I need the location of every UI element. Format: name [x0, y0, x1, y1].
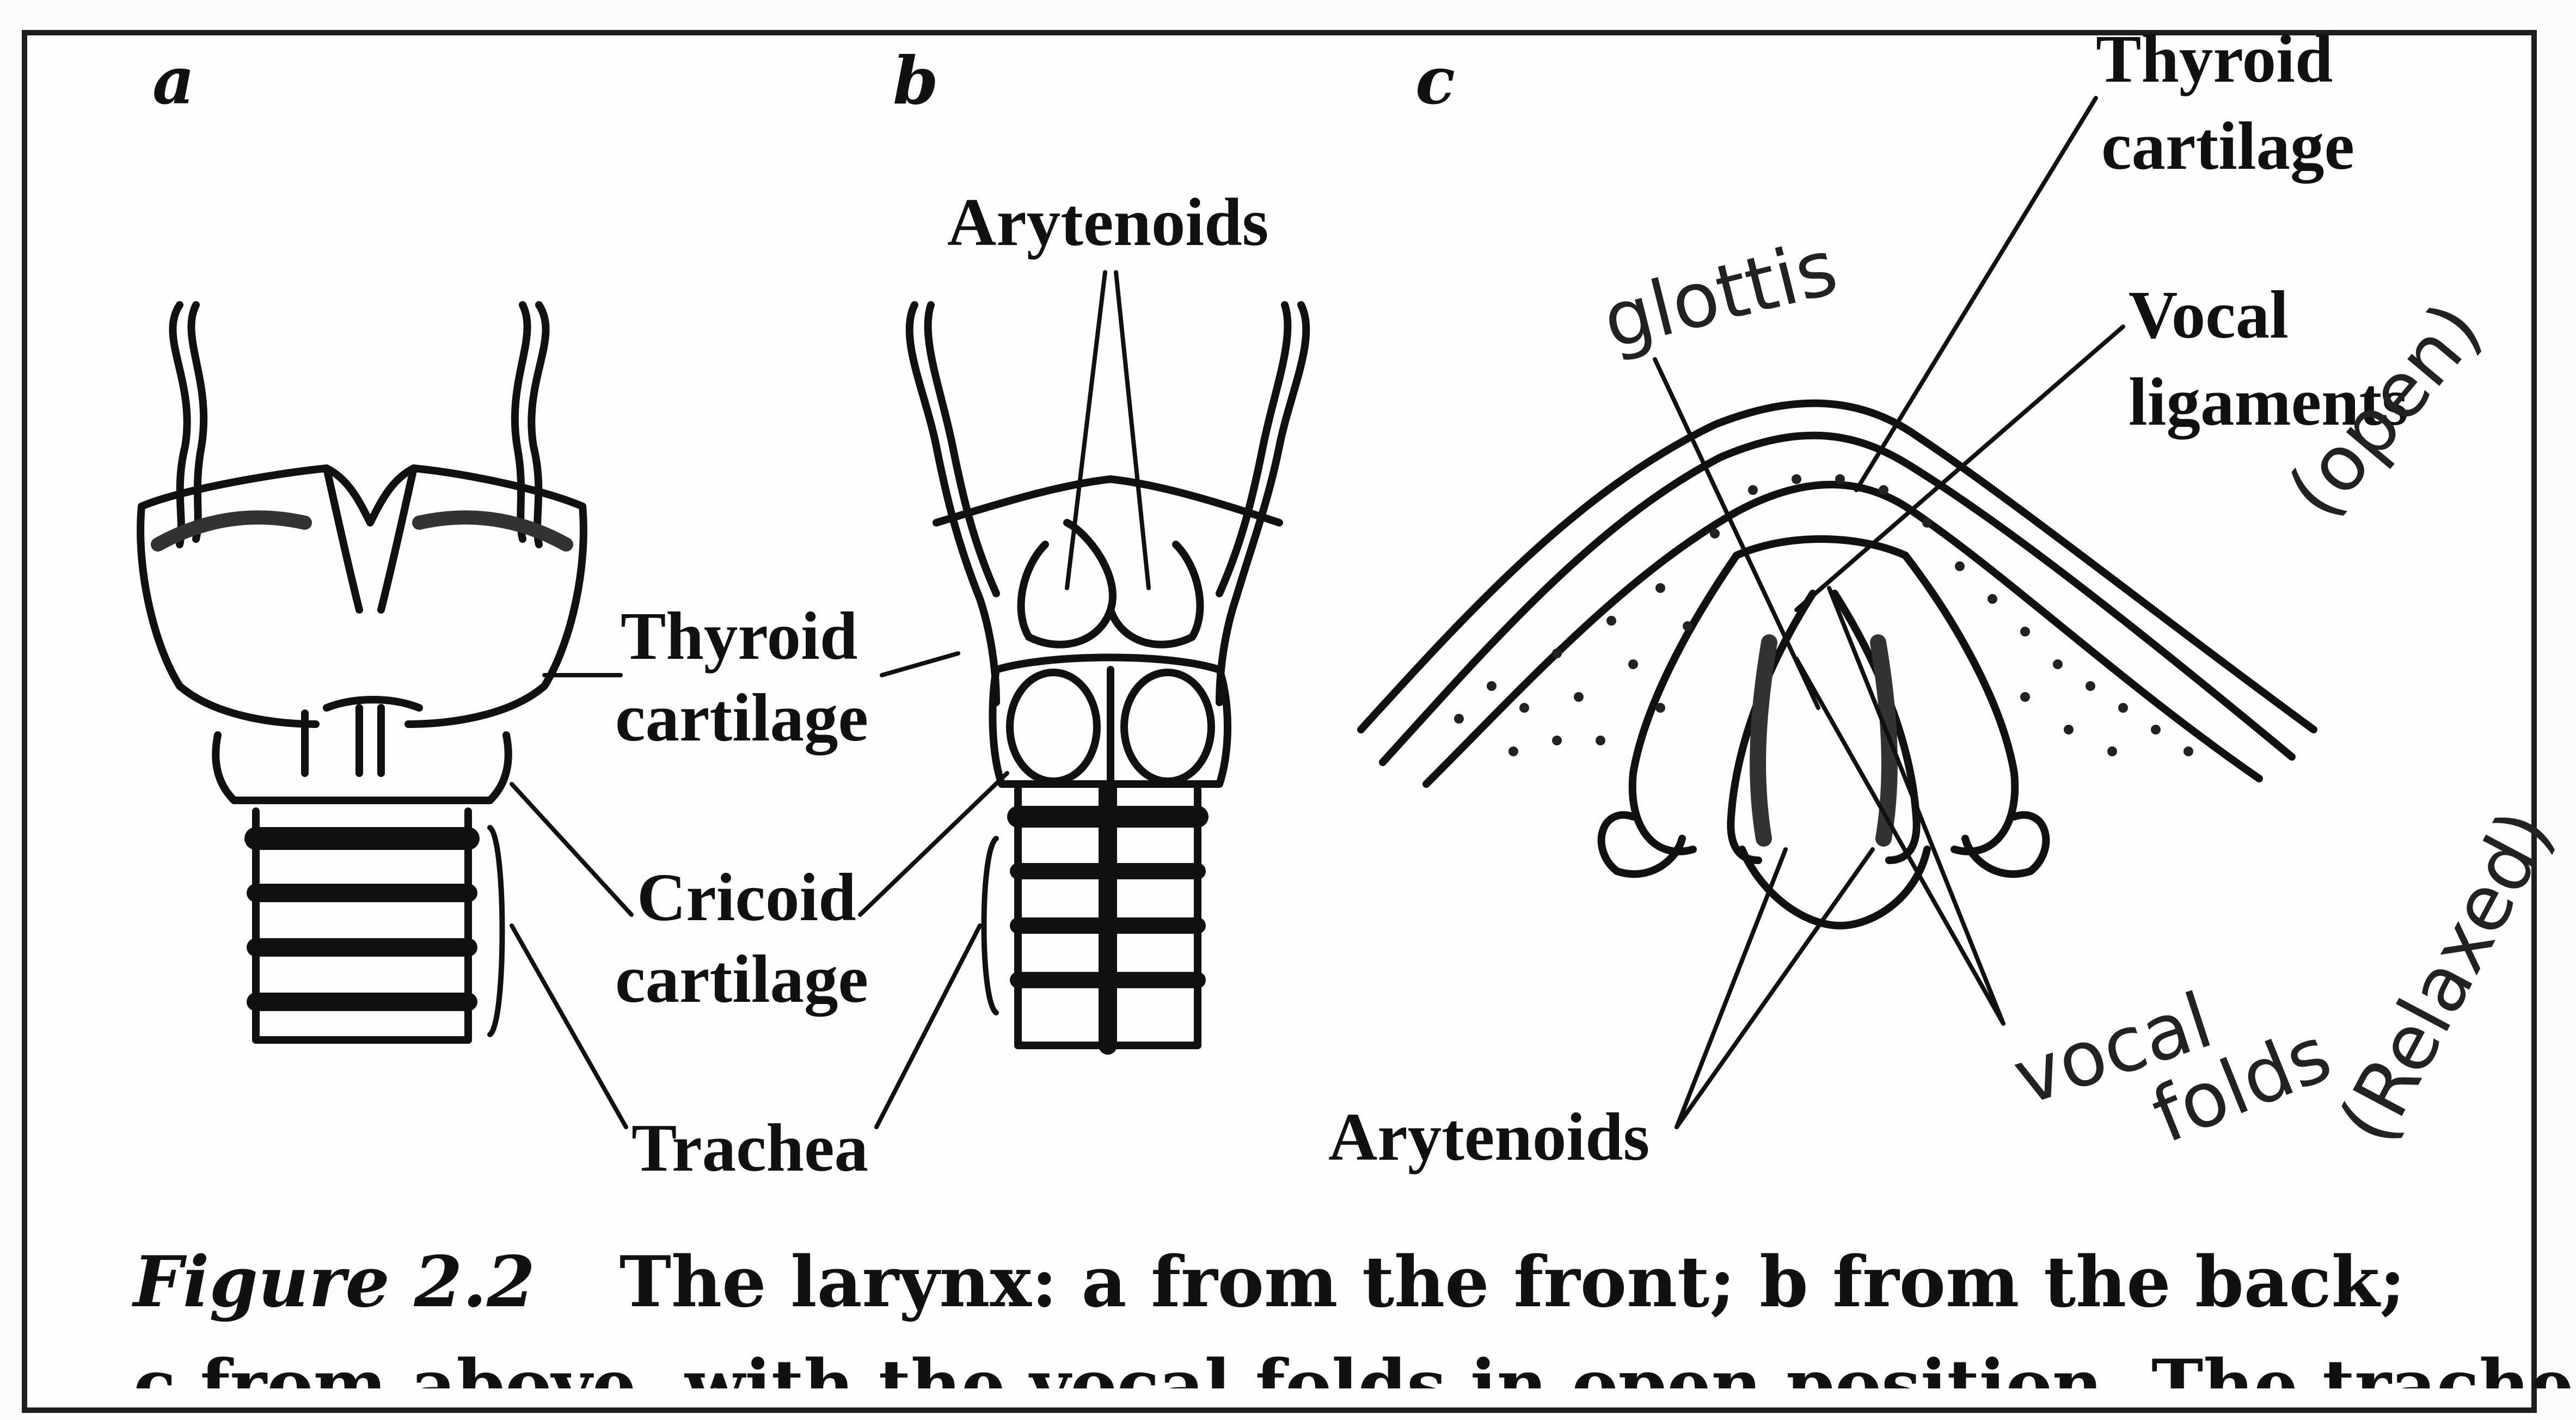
- panel-letter-a: a: [152, 42, 195, 119]
- handwritten-relaxed: (Relaxed): [2322, 797, 2571, 1158]
- panel-letter-c: c: [1415, 42, 1455, 119]
- handwritten-glottis: glottis: [1594, 223, 1846, 366]
- label-arytenoids-top: Arytenoids: [947, 185, 1268, 260]
- label-c-thyroid-line1: Thyroid: [2096, 22, 2333, 97]
- panel-c-stippling: [1454, 474, 2193, 756]
- label-trachea: Trachea: [631, 1111, 868, 1186]
- label-cricoid-line1: Cricoid: [637, 860, 856, 935]
- panel-b-drawing: [910, 305, 1307, 1045]
- label-thyroid-line2: cartilage: [615, 681, 868, 756]
- panel-letter-b: b: [893, 42, 939, 119]
- label-arytenoids-bottom: Arytenoids: [1328, 1100, 1649, 1175]
- label-thyroid-line1: Thyroid: [621, 599, 857, 674]
- panel-a-drawing: [140, 305, 584, 1040]
- label-vocal-ligaments-line1: Vocal: [2129, 278, 2289, 353]
- label-cricoid-line2: cartilage: [615, 942, 868, 1017]
- label-c-thyroid-line2: cartilage: [2101, 109, 2354, 184]
